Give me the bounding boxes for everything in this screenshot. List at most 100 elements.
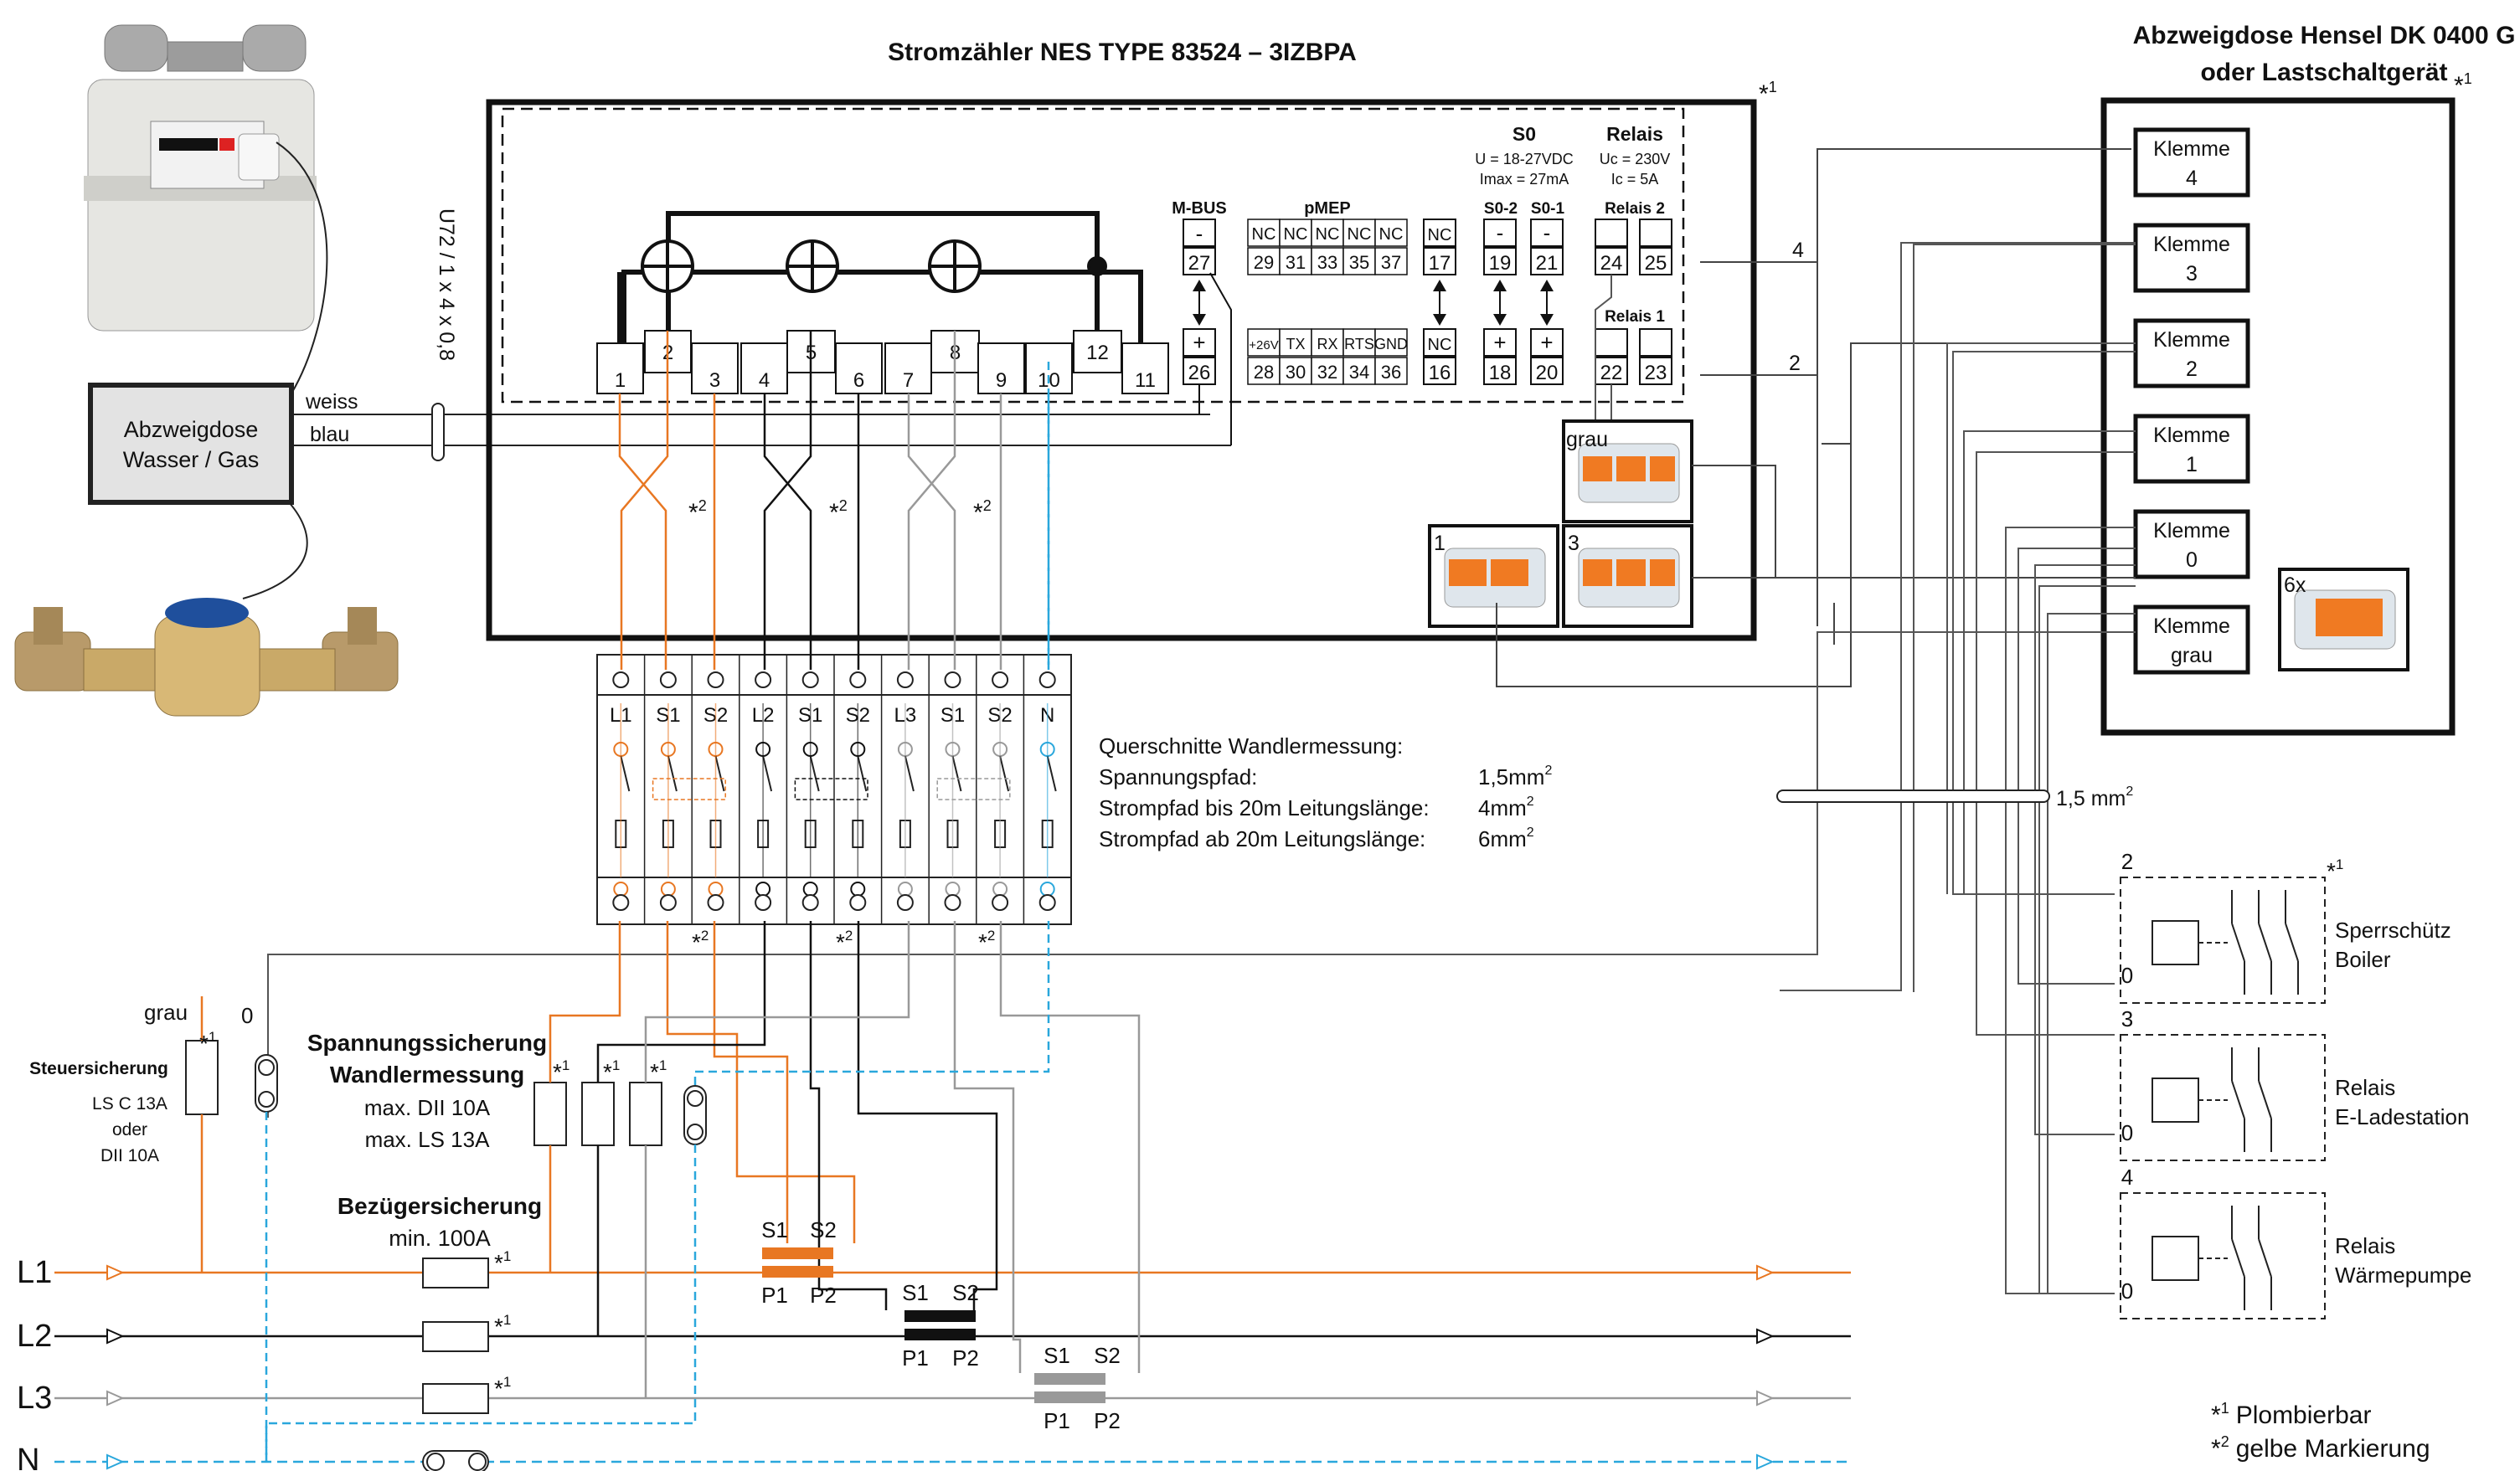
terminal-top-screw: [849, 671, 867, 688]
pmep-top-num-box: [1311, 247, 1344, 275]
s0-bottom-num-box: [1423, 357, 1456, 385]
relay-enclosure: [2120, 877, 2326, 1004]
relay-contact-blade: [2258, 923, 2272, 962]
spann-star-2: *1: [603, 1057, 620, 1085]
terminal-top-screw: [992, 671, 1009, 688]
s0-bottom-box: [1530, 328, 1564, 357]
meter-terminal-label: 3: [709, 369, 720, 392]
ct-l1-p2: P2: [810, 1283, 837, 1308]
current-transformer-l3: S1 S2 P1 P2: [1034, 1343, 1121, 1433]
terminal-top-screw: [659, 671, 677, 688]
relay-label-2: Wärmepumpe: [2335, 1263, 2471, 1288]
relay-bottom-num-box: [1639, 357, 1672, 385]
pmep-top-label: NC: [1252, 225, 1276, 244]
bezueger-fuses: [422, 1258, 489, 1471]
pmep-bottom-box: [1374, 328, 1408, 357]
pmep-top-num-box: [1247, 247, 1281, 275]
meter-terminal-box: [1073, 330, 1122, 373]
klemme-box: [2133, 318, 2250, 388]
ct-l1-s1: S1: [761, 1217, 788, 1242]
s0-top-num-box: [1530, 247, 1564, 275]
klemme-number: 2: [2186, 357, 2198, 381]
wago-6x-label: 6x: [2284, 573, 2306, 597]
cable-clamp: [431, 403, 445, 461]
relay-top-num-box: [1595, 247, 1628, 275]
klemme-name: Klemme: [2153, 519, 2230, 543]
meter-terminal-label: 7: [903, 369, 914, 392]
relay-terminal-zero: 0: [2121, 1278, 2133, 1304]
klemme-box: [2133, 223, 2250, 293]
relay-bottom-num: 22: [1600, 362, 1623, 384]
relay-label-1: Sperrschütz: [2335, 918, 2451, 943]
relais-current: Ic = 5A: [1611, 171, 1659, 188]
pmep-bottom-num-box: [1311, 357, 1344, 385]
terminal-top-screw: [707, 671, 724, 688]
pmep-bottom-num-box: [1247, 357, 1281, 385]
pmep-bottom-label: GND: [1374, 336, 1408, 352]
ct-l2-p2: P2: [952, 1345, 979, 1371]
spannungssicherung: [533, 1082, 707, 1146]
terminal-bridge: [652, 778, 726, 800]
relay-top-num-box: [1639, 247, 1672, 275]
pmep-bottom-num-box: [1279, 357, 1312, 385]
s0-1-label: S0-1: [1531, 200, 1565, 218]
pmep-bottom-label: +26V: [1249, 338, 1278, 352]
relay-coil: [2152, 1236, 2199, 1281]
terminal-top-screw: [944, 671, 961, 688]
cable-bundle-wiring: [267, 242, 2136, 1294]
spann-max-1: max. DII 10A: [364, 1095, 491, 1120]
klemme-box: [2133, 604, 2250, 675]
relay-contact-blade: [2285, 923, 2299, 962]
steuer-dii: DII 10A: [100, 1146, 159, 1165]
s0-bottom-label: NC: [1428, 336, 1452, 354]
klemme-box: [2133, 414, 2250, 484]
cs-row-3-label: Strompfad ab 20m Leitungslänge:: [1099, 826, 1425, 851]
meter-terminal-box: [1121, 342, 1169, 394]
cable-bundle-clamp: [1776, 790, 2050, 803]
ct-l3-s2: S2: [1094, 1343, 1121, 1368]
relay-terminal-zero: 0: [2121, 1120, 2133, 1145]
steuer-grau: grau: [144, 1000, 188, 1025]
terminal-bottom-screw: [1038, 894, 1056, 911]
spann-label-2: Wandlermessung: [330, 1062, 524, 1088]
mbus-minus: -: [1196, 221, 1203, 246]
external-relays: 20SperrschützBoiler*130RelaisE-Ladestati…: [2120, 849, 2471, 1319]
pmep-top-num: 29: [1254, 252, 1274, 273]
meter-terminal-box: [835, 342, 883, 394]
pmep-top-label: NC: [1316, 225, 1340, 244]
mbus-terminal-26: 26: [1188, 362, 1211, 384]
mbus-label: M-BUS: [1172, 199, 1227, 218]
mbus-plus: +: [1193, 330, 1205, 355]
current-transformer-l1: S1 S2 P1 P2: [761, 1217, 837, 1308]
relay-terminal-zero: 0: [2121, 963, 2133, 988]
meter-terminal-label: 9: [996, 369, 1007, 392]
klemme-number: 1: [2186, 453, 2198, 476]
terminal-bottom-screw: [849, 894, 867, 911]
wire-label-4: 4: [1792, 239, 1804, 262]
ct-l3-p1: P1: [1044, 1408, 1070, 1433]
terminal-bridge: [936, 778, 1011, 800]
terminal-top-screw: [755, 671, 772, 688]
s0-bottom-box: [1423, 328, 1456, 357]
s0-title: S0: [1513, 123, 1536, 145]
terminal-bottom-screw: [612, 894, 630, 911]
pmep-bottom-label: RX: [1317, 336, 1337, 352]
s0-voltage: U = 18-27VDC: [1475, 151, 1574, 167]
meter-box-star: *1: [1759, 79, 1777, 108]
meter-terminal-label: 11: [1135, 369, 1156, 392]
wago-connector-1: 1: [1428, 524, 1559, 628]
pmep-top-num: 35: [1349, 252, 1369, 273]
klemme-name: Klemme: [2153, 233, 2230, 256]
meter-internal-wiring: [617, 211, 1143, 352]
meter-terminal-box: [977, 342, 1025, 394]
relay-label-2: E-Ladestation: [2335, 1104, 2469, 1129]
terminal-to-bus-wiring: [265, 362, 1141, 1462]
phase-label-l1: L1: [17, 1255, 52, 1290]
ct-l2-s1: S1: [902, 1280, 929, 1305]
s0-arrowheads: [1540, 280, 1554, 326]
mbus-minus-box: [1183, 219, 1216, 247]
klemme-number: grau: [2171, 644, 2213, 667]
s0-bottom-num-box: [1530, 357, 1564, 385]
